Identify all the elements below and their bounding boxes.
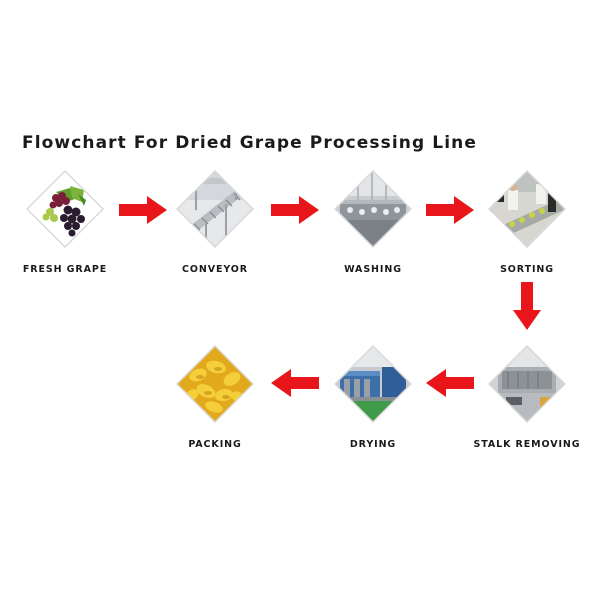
conveyor-photo-icon (176, 170, 254, 248)
arrow-right-icon (271, 196, 319, 224)
step-label: CONVEYOR (182, 264, 248, 275)
step-packing: PACKING (155, 345, 275, 465)
drying-machine-photo-icon (334, 345, 412, 423)
arrow-right-icon (119, 196, 167, 224)
fresh-grape-photo-icon (26, 170, 104, 248)
step-fresh-grape: FRESH GRAPE (5, 170, 125, 290)
sorting-table-photo-icon (488, 170, 566, 248)
arrow-left-icon (426, 369, 474, 397)
step-drying: DRYING (313, 345, 433, 465)
step-label: DRYING (349, 439, 397, 450)
step-label: WASHING (344, 264, 402, 275)
arrow-down-icon (513, 282, 541, 330)
step-label: PACKING (188, 439, 242, 450)
step-stalk-removing: STALK REMOVING (467, 345, 587, 465)
step-sorting: SORTING (467, 170, 587, 290)
washing-machine-photo-icon (334, 170, 412, 248)
stalk-removing-machine-photo-icon (488, 345, 566, 423)
arrow-right-icon (426, 196, 474, 224)
step-label: FRESH GRAPE (22, 264, 108, 275)
flowchart-title: Flowchart For Dried Grape Processing Lin… (22, 133, 477, 153)
raisins-photo-icon (176, 345, 254, 423)
step-label: SORTING (500, 264, 554, 275)
step-washing: WASHING (313, 170, 433, 290)
step-conveyor: CONVEYOR (155, 170, 275, 290)
arrow-left-icon (271, 369, 319, 397)
step-label: STALK REMOVING (473, 439, 581, 450)
